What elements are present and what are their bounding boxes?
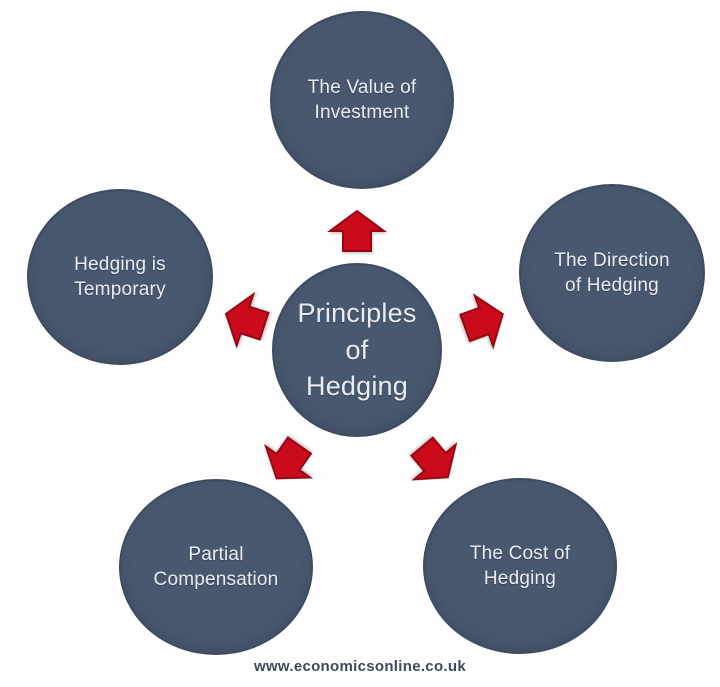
- node-cost-of-hedging: The Cost of Hedging: [423, 478, 617, 654]
- node-label: The Direction of Hedging: [554, 249, 670, 296]
- node-label: Partial Compensation: [153, 543, 279, 590]
- arrow-up-right-icon: [459, 293, 504, 350]
- node-value-of-investment: The Value of Investment: [270, 11, 454, 189]
- center-node-label: Principles of Hedging: [297, 298, 417, 402]
- arrow-up-left-icon: [224, 291, 270, 349]
- node-label: The Value of Investment: [307, 76, 417, 123]
- arrow-down-right-icon: [410, 436, 458, 481]
- node-hedging-is-temporary: Hedging is Temporary: [27, 189, 213, 365]
- node-partial-compensation: Partial Compensation: [119, 479, 313, 655]
- website-watermark: www.economicsonline.co.uk: [254, 658, 466, 675]
- node-label: The Cost of Hedging: [469, 542, 571, 589]
- node-direction-of-hedging: The Direction of Hedging: [519, 184, 705, 362]
- arrow-up-icon: [327, 209, 387, 252]
- arrow-down-left-icon: [263, 436, 314, 480]
- node-label: Hedging is Temporary: [74, 253, 166, 300]
- node-principles-of-hedging: Principles of Hedging: [272, 263, 442, 437]
